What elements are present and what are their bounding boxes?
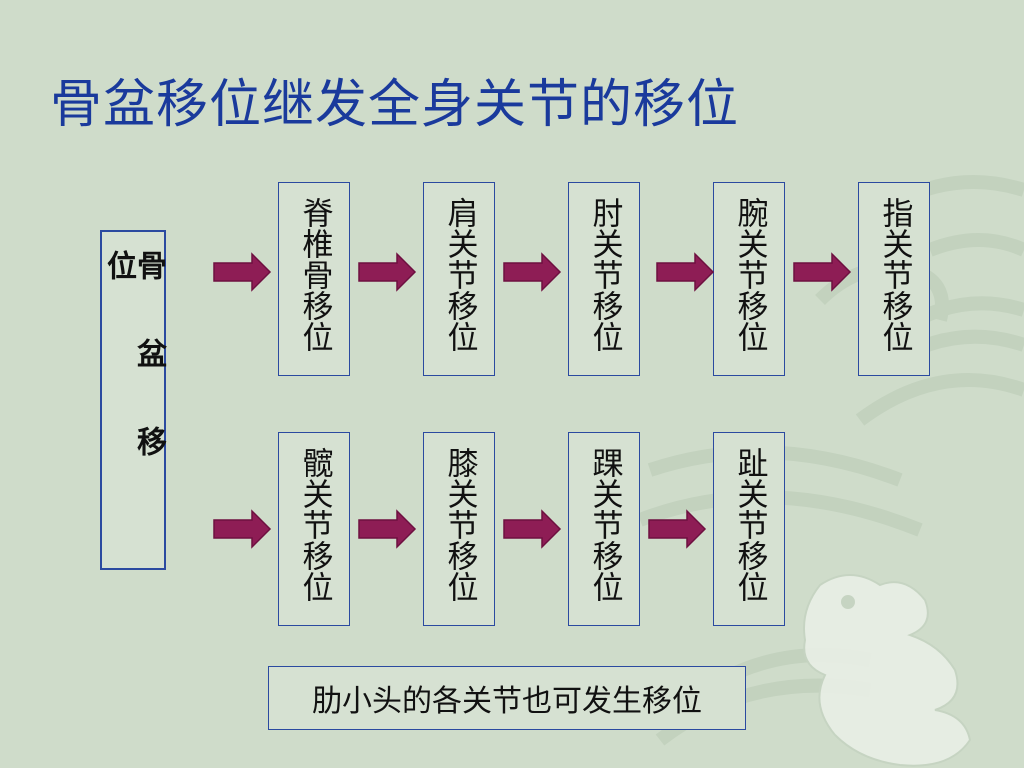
- right-arrow-icon: [792, 252, 852, 296]
- page-title: 骨盆移位继发全身关节的移位: [50, 75, 740, 135]
- right-arrow-icon: [502, 509, 562, 553]
- pelvis-displacement-box: 骨盆移位: [100, 230, 166, 570]
- right-arrow-icon: [357, 252, 417, 296]
- finger-displacement-box: 指关节移位: [858, 182, 930, 376]
- shoulder-displacement-box: 肩关节移位: [423, 182, 495, 376]
- right-arrow-icon: [647, 509, 707, 553]
- rib-head-note: 肋小头的各关节也可发生移位: [268, 666, 746, 730]
- hip-displacement-box: 髋关节移位: [278, 432, 350, 626]
- knee-displacement-box: 膝关节移位: [423, 432, 495, 626]
- spine-displacement-box: 脊椎骨移位: [278, 182, 350, 376]
- right-arrow-icon: [212, 252, 272, 296]
- wrist-displacement-box: 腕关节移位: [713, 182, 785, 376]
- ankle-displacement-box: 踝关节移位: [568, 432, 640, 626]
- elbow-displacement-box: 肘关节移位: [568, 182, 640, 376]
- toe-displacement-box: 趾关节移位: [713, 432, 785, 626]
- right-arrow-icon: [502, 252, 562, 296]
- right-arrow-icon: [655, 252, 715, 296]
- right-arrow-icon: [212, 509, 272, 553]
- right-arrow-icon: [357, 509, 417, 553]
